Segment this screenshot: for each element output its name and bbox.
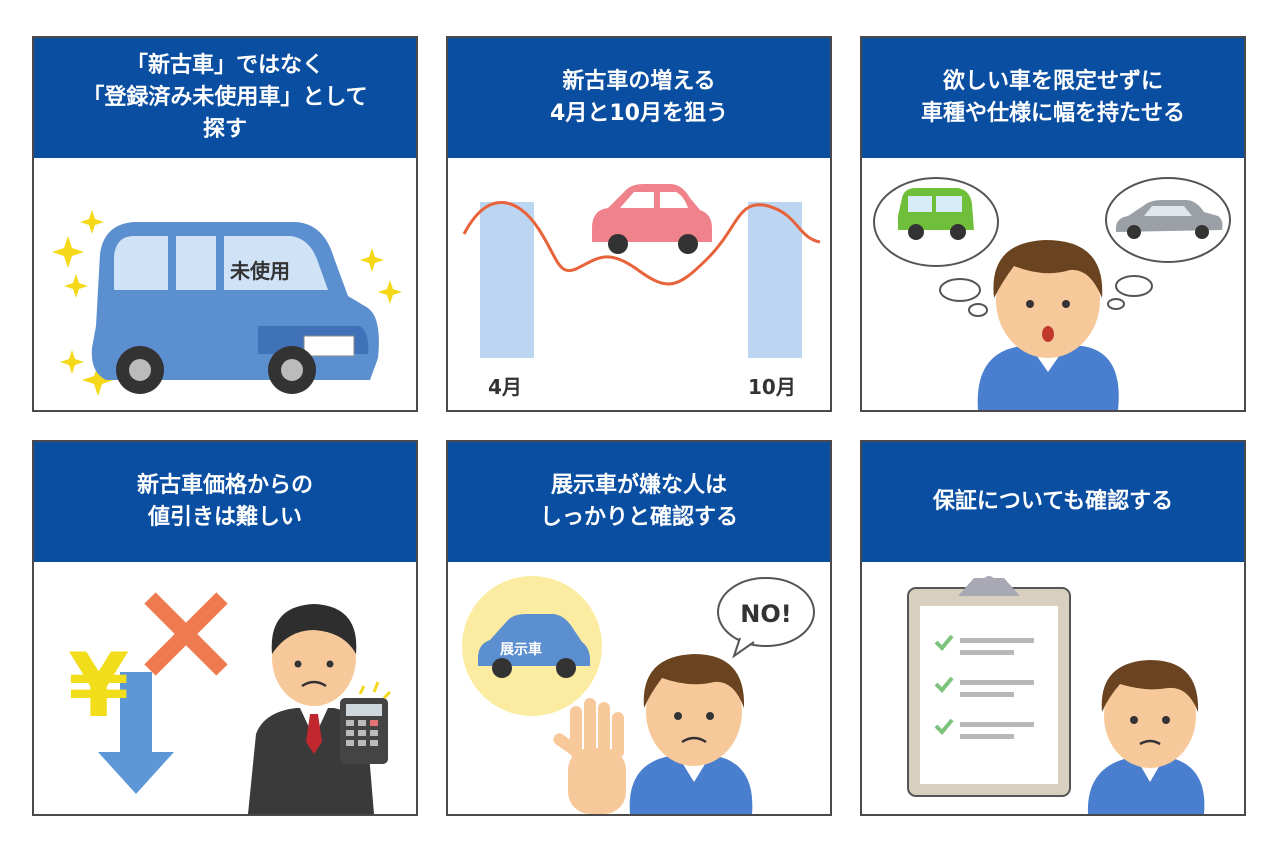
card-april-october: 新古車の増える 4月と10月を狙う 4月 10月 [446, 36, 832, 412]
card-title-line: 展示車が嫌な人は [550, 473, 727, 498]
card-title-line: 新古車の増える [562, 69, 716, 94]
card-title-line: 欲しい車を限定せずに [942, 69, 1163, 94]
card-illustration [862, 158, 1244, 410]
card-illustration: 未使用 [34, 158, 416, 410]
thinking-man-illustration [873, 177, 1231, 410]
cross-icon [144, 592, 228, 676]
card-illustration: ¥ [34, 562, 416, 814]
april-bar [480, 202, 534, 358]
card-title-line: 値引きは難しい [147, 505, 302, 530]
stop-hand-icon [553, 698, 626, 814]
card-header: 保証についても確認する [862, 442, 1244, 562]
blue-minivan-illustration: 未使用 [52, 210, 402, 396]
man-avatar [629, 654, 753, 814]
card-illustration: 展示車 NO! [448, 562, 830, 814]
checkmark-icon [934, 634, 954, 735]
calculator-icon [340, 681, 392, 764]
man-avatar [1087, 660, 1205, 814]
card-display-car-check: 展示車が嫌な人は しっかりと確認する 展示車 NO! [446, 440, 832, 816]
card-title-line: 新古車価格からの [136, 473, 313, 498]
april-label: 4月 [488, 375, 522, 399]
card-title-line: 車種や仕様に幅を持たせる [920, 101, 1185, 126]
man-avatar [977, 240, 1119, 410]
unused-label: 未使用 [230, 259, 290, 283]
card-title-line: 「新古車」ではなく [125, 53, 324, 78]
october-bar [748, 202, 802, 358]
card-illustration: 4月 10月 [448, 158, 830, 410]
pink-car-icon [592, 184, 712, 254]
minivan: 未使用 [91, 222, 379, 394]
card-title-line: 保証についても確認する [932, 489, 1174, 514]
sparkle-icon [52, 210, 402, 396]
gray-sedan-icon [1116, 200, 1223, 239]
card-title-line: しっかりと確認する [539, 505, 738, 530]
checklist-lines [960, 638, 1034, 739]
refusing-man-illustration: 展示車 NO! [462, 576, 815, 814]
card-warranty-check: 保証についても確認する [860, 440, 1246, 816]
display-car-label: 展示車 [500, 641, 542, 658]
card-title-line: 探す [202, 117, 247, 142]
october-label: 10月 [748, 375, 796, 399]
card-header: 「新古車」ではなく 「登録済み未使用車」として 探す [34, 38, 416, 158]
supply-curve [462, 201, 821, 286]
card-unused-registered-car: 「新古車」ではなく 「登録済み未使用車」として 探す 未使用 [32, 36, 418, 412]
card-header: 新古車価格からの 値引きは難しい [34, 442, 416, 562]
green-car-icon [898, 188, 974, 240]
card-header: 展示車が嫌な人は しっかりと確認する [448, 442, 830, 562]
clipboard-illustration [907, 576, 1205, 814]
salesman-calculator-illustration: ¥ [68, 592, 392, 814]
speech-bubble: NO! [717, 577, 815, 659]
card-flexible-model: 欲しい車を限定せずに 車種や仕様に幅を持たせる [860, 36, 1246, 412]
card-illustration [862, 562, 1244, 814]
card-header: 欲しい車を限定せずに 車種や仕様に幅を持たせる [862, 38, 1244, 158]
card-title-line: 「登録済み未使用車」として [82, 85, 368, 110]
seasonal-supply-illustration: 4月 10月 [462, 184, 821, 399]
display-car-icon: 展示車 [478, 614, 590, 678]
clipboard-icon [907, 576, 1071, 797]
card-header: 新古車の増える 4月と10月を狙う [448, 38, 830, 158]
arrow-down-icon [98, 672, 174, 794]
yen-icon: ¥ [68, 634, 129, 737]
speech-text: NO! [740, 600, 791, 628]
card-discount-difficult: 新古車価格からの 値引きは難しい ¥ [32, 440, 418, 816]
card-title-line: 4月と10月を狙う [550, 101, 728, 126]
